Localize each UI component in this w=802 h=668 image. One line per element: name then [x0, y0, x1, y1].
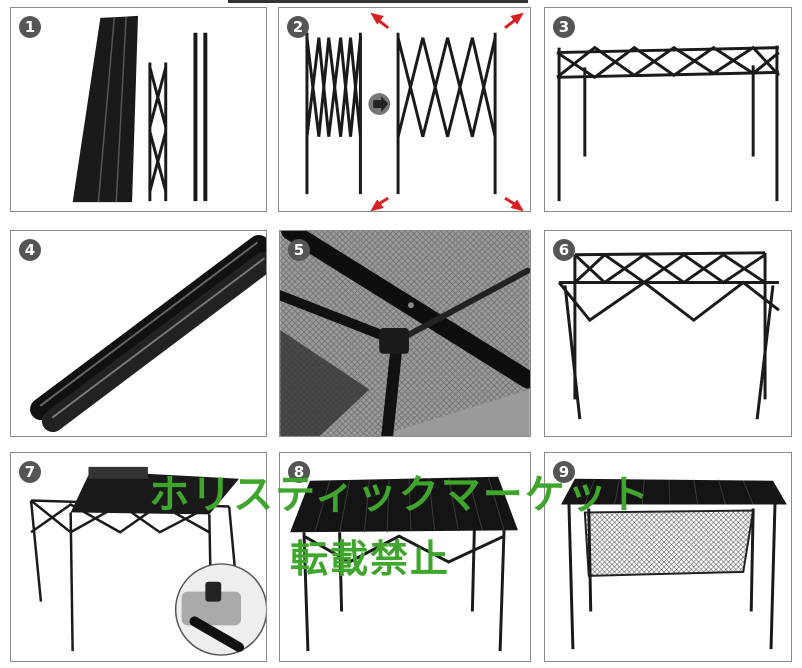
step-badge: 5 — [288, 239, 310, 261]
step-panel-9: 9 — [544, 452, 792, 662]
watermark-shop-name: ホリスティックマーケット — [149, 472, 651, 518]
step-panel-1: 1 — [10, 7, 267, 212]
step-badge: 3 — [553, 16, 575, 38]
step-panel-5: 5 — [279, 230, 531, 437]
step-badge: 1 — [19, 16, 41, 38]
step-badge: 6 — [553, 239, 575, 261]
table-top-installed-image — [290, 476, 518, 652]
step-badge: 2 — [287, 16, 309, 38]
step-panel-6: 6 — [544, 230, 792, 437]
rolling-tabletop-image — [29, 466, 266, 656]
step-panel-4: 4 — [10, 230, 267, 437]
step-badge: 8 — [288, 461, 310, 483]
joint-closeup-image — [280, 231, 530, 436]
step-badge: 4 — [19, 239, 41, 261]
top-divider — [228, 0, 528, 3]
frame-with-rails-image — [557, 251, 780, 420]
step-panel-3: 3 — [544, 7, 792, 212]
frame-expanding-image — [305, 12, 524, 211]
finished-table-image — [561, 478, 787, 650]
watermark-no-reprint: 転載禁止 — [289, 537, 450, 581]
step-badge: 7 — [19, 461, 41, 483]
step-panel-2: 2 — [278, 7, 531, 212]
red-arrow-icon — [370, 12, 524, 211]
step-panel-7: 7 — [10, 452, 267, 662]
open-frame-image — [556, 45, 780, 202]
folded-table-parts-image — [72, 15, 208, 203]
step-panel-8: 8 — [279, 452, 531, 662]
step-badge: 9 — [553, 461, 575, 483]
tube-closeup-image — [30, 234, 266, 433]
